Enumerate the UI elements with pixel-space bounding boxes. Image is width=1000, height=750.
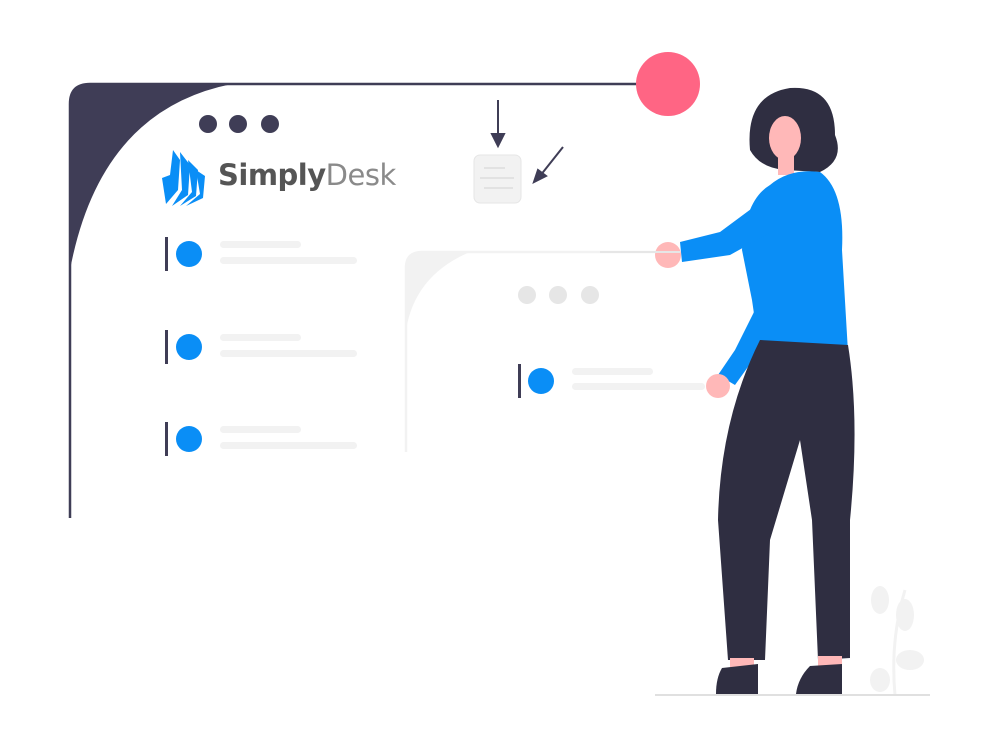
window-dots [199,115,279,133]
plant-icon [870,586,924,696]
brand-logo-text: SimplyDesk [218,158,396,192]
brand-name-bold: Simply [218,158,326,192]
secondary-window [404,250,705,452]
arrow-diagonal-icon [532,146,564,184]
brand-name-light: Desk [325,158,397,192]
list-item[interactable] [518,364,705,398]
main-window-frame [68,82,668,518]
list-item[interactable] [165,330,357,364]
main-list [165,237,357,456]
arrow-down-icon [490,100,506,149]
list-item[interactable] [165,237,357,271]
list-item[interactable] [165,422,357,456]
notification-dot [636,52,700,116]
document-icon [473,154,522,204]
logo-icon [162,150,205,206]
person-figure [655,87,855,694]
